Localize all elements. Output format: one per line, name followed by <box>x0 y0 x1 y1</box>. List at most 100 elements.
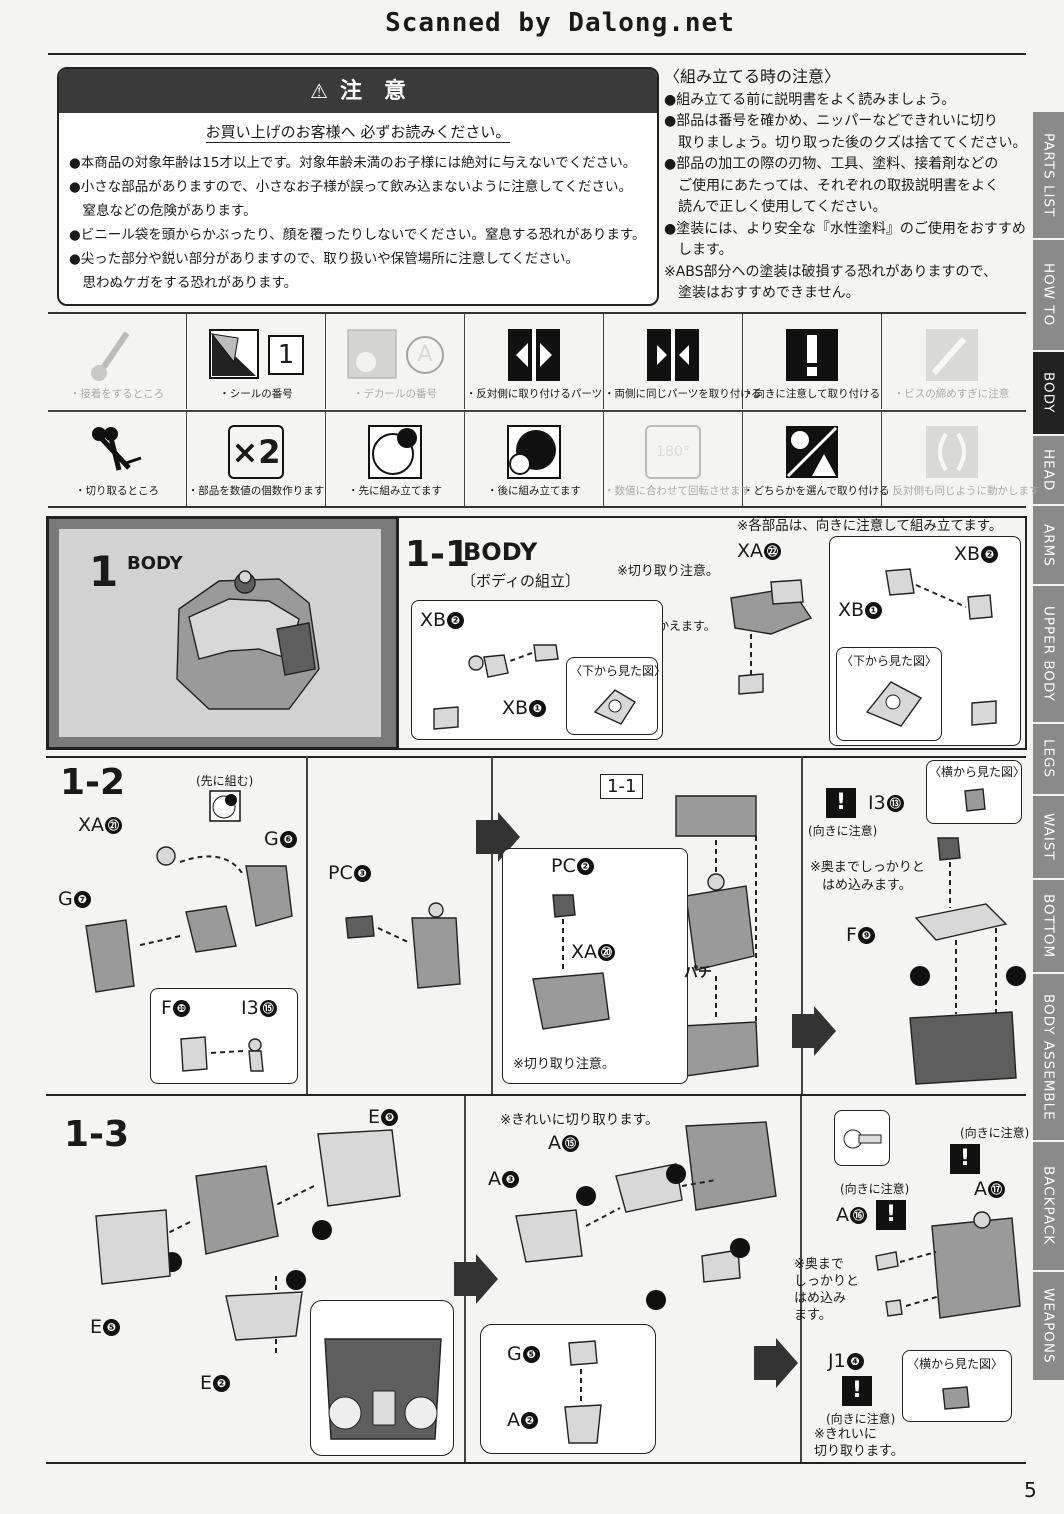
legend-label: ・反対側に取り付けるパーツ <box>465 388 603 400</box>
legend-screw: ・ビスの締めすぎに注意 <box>882 314 1021 409</box>
xa-assembly <box>675 795 759 1077</box>
tab-backpack[interactable]: BACKPACK <box>1033 1142 1064 1272</box>
clean-cut-note: ※きれいに切り取ります。 <box>500 1112 659 1128</box>
part-number: ㉒ <box>764 543 782 560</box>
tab-bottom[interactable]: BOTTOM <box>1033 880 1064 974</box>
part-number: ❷ <box>576 858 594 875</box>
clean-cut-line: 切り取ります。 <box>814 1444 904 1459</box>
tab-weapons[interactable]: WEAPONS <box>1033 1272 1064 1382</box>
tab-upper-body[interactable]: UPPER BODY <box>1033 586 1064 724</box>
insert-note-line: はめ込み <box>794 1291 847 1306</box>
xb-detail-parts <box>885 568 997 726</box>
part-number: ❸ <box>502 1171 519 1188</box>
assembly-notes: 〈組み立てる時の注意〉 ●組み立てる前に説明書をよく読みましょう。 ●部品は番号… <box>664 66 1032 305</box>
part-label: XB <box>502 697 529 719</box>
pc2-parts <box>532 894 610 1030</box>
next-arrow-icon <box>792 1006 836 1056</box>
next-arrow-icon <box>754 1338 798 1388</box>
caution-subtitle: お買い上げのお客様へ 必ずお読みください。 <box>59 121 657 143</box>
tab-label: HOW TO <box>1040 263 1057 327</box>
assemble-first-icon <box>209 790 241 822</box>
multiply-count: ×2 <box>228 425 284 479</box>
assembly-notes-title: 〈組み立てる時の注意〉 <box>664 67 841 86</box>
caution-item: 思わぬケガをする恐れがあります。 <box>69 275 298 291</box>
part-number: ⑯ <box>850 1207 867 1224</box>
caution-label: (向きに注意) <box>960 1126 1030 1140</box>
cut-note: ※切り取り注意。 <box>513 1057 615 1072</box>
legend-first: ・先に組み立てます <box>326 411 465 506</box>
section-divider <box>46 1094 1026 1096</box>
part-label: F <box>846 924 857 946</box>
part-label: E <box>200 1372 213 1394</box>
step-number: 1-2 <box>60 762 126 803</box>
bottom-view-box-2: 〈下から見た図〉 <box>836 647 942 741</box>
body-illustration <box>176 570 320 710</box>
part-label: XB <box>420 609 447 631</box>
part-label: XB <box>838 599 865 621</box>
step1-1-panel: 1-1 BODY 〔ボディの組立〕 ※各部品は、向きに注意して組み立てます。 ※… <box>399 516 1027 750</box>
step-name: BODY <box>463 538 538 566</box>
xa22-assembly <box>730 579 813 695</box>
tab-waist[interactable]: WAIST <box>1033 796 1064 880</box>
insert-note: ※奥まで しっかりと はめ込み ます。 <box>794 1256 859 1324</box>
tab-arms[interactable]: ARMS <box>1033 506 1064 586</box>
screwdriver-icon <box>882 326 1021 384</box>
tab-body[interactable]: BODY <box>1033 352 1064 436</box>
part-label: PC <box>551 855 576 877</box>
part-label: A <box>548 1132 561 1154</box>
part-number: ❾ <box>857 927 875 944</box>
part-number: ❺ <box>522 1346 540 1363</box>
cockpit-view <box>324 1338 442 1440</box>
vertical-divider <box>800 1096 802 1462</box>
part-label: A <box>507 1409 520 1431</box>
part-number: ❶ <box>865 602 883 619</box>
part-view <box>593 689 636 725</box>
tab-body-assemble[interactable]: BODY ASSEMBLE <box>1033 974 1064 1142</box>
part-label: I3 <box>868 792 886 814</box>
caution-item: 窒息などの危険があります。 <box>69 203 257 219</box>
legend-label: ・切り取るところ <box>75 485 159 497</box>
divider <box>48 53 1026 55</box>
reference-step: 1-1 <box>600 774 644 799</box>
step-number: 1-1 <box>405 534 471 575</box>
part-number: ❶ <box>529 700 547 717</box>
part-label: E <box>368 1106 381 1128</box>
tab-parts-list[interactable]: PARTS LIST <box>1033 112 1064 240</box>
legend-label: ・数値に合わせて回転させます <box>604 485 751 497</box>
tab-label: LEGS <box>1040 739 1057 779</box>
caution-item: ●尖った部分や鋭い部分がありますので、取り扱いや保管場所に注意してください。 <box>69 251 579 267</box>
part-number: ❿ <box>172 1000 190 1017</box>
tab-label: WAIST <box>1040 813 1057 861</box>
tab-label: UPPER BODY <box>1040 606 1057 702</box>
step1-panel: 1 BODY <box>46 516 399 750</box>
page-number: 5 <box>1024 1478 1037 1502</box>
assembly-note-line: ●部品の加工の際の刃物、工具、塗料、接着剤などの <box>664 156 999 172</box>
vertical-divider <box>801 756 803 1094</box>
view-label: 〈下から見た図〉 <box>570 664 667 678</box>
part-number: ❸ <box>353 865 371 882</box>
tab-head[interactable]: HEAD <box>1033 436 1064 506</box>
side-view-callout: 〈横から見た図〉 <box>926 760 1025 824</box>
tab-label: WEAPONS <box>1040 1288 1057 1364</box>
cut-note: ※切り取り注意。 <box>617 564 719 579</box>
pc3-assembly <box>345 902 461 989</box>
caution-header: ⚠注 意 <box>59 69 657 113</box>
snap-label: パチ <box>684 965 712 981</box>
tab-how-to[interactable]: HOW TO <box>1033 240 1064 352</box>
g-assembly <box>85 846 293 993</box>
f9-assembly <box>909 837 1026 1085</box>
assembly-note-line: 塗装はおすすめできません。 <box>664 285 860 301</box>
legend-label: ・部品を数値の個数作ります <box>187 485 325 497</box>
side-tabs: PARTS LIST HOW TO BODY HEAD ARMS UPPER B… <box>1033 112 1064 1382</box>
glue-brush-icon <box>48 326 186 384</box>
cockpit-callout <box>310 1300 454 1456</box>
decal-letter: A <box>406 336 444 374</box>
part-label: E <box>90 1316 103 1338</box>
part-number: ❻ <box>279 831 297 848</box>
tab-legs[interactable]: LEGS <box>1033 724 1064 796</box>
legend-label: ・先に組み立てます <box>348 485 442 497</box>
part-label: G <box>507 1343 522 1365</box>
side-view-callout: 〈横から見た図〉 <box>902 1350 1012 1422</box>
